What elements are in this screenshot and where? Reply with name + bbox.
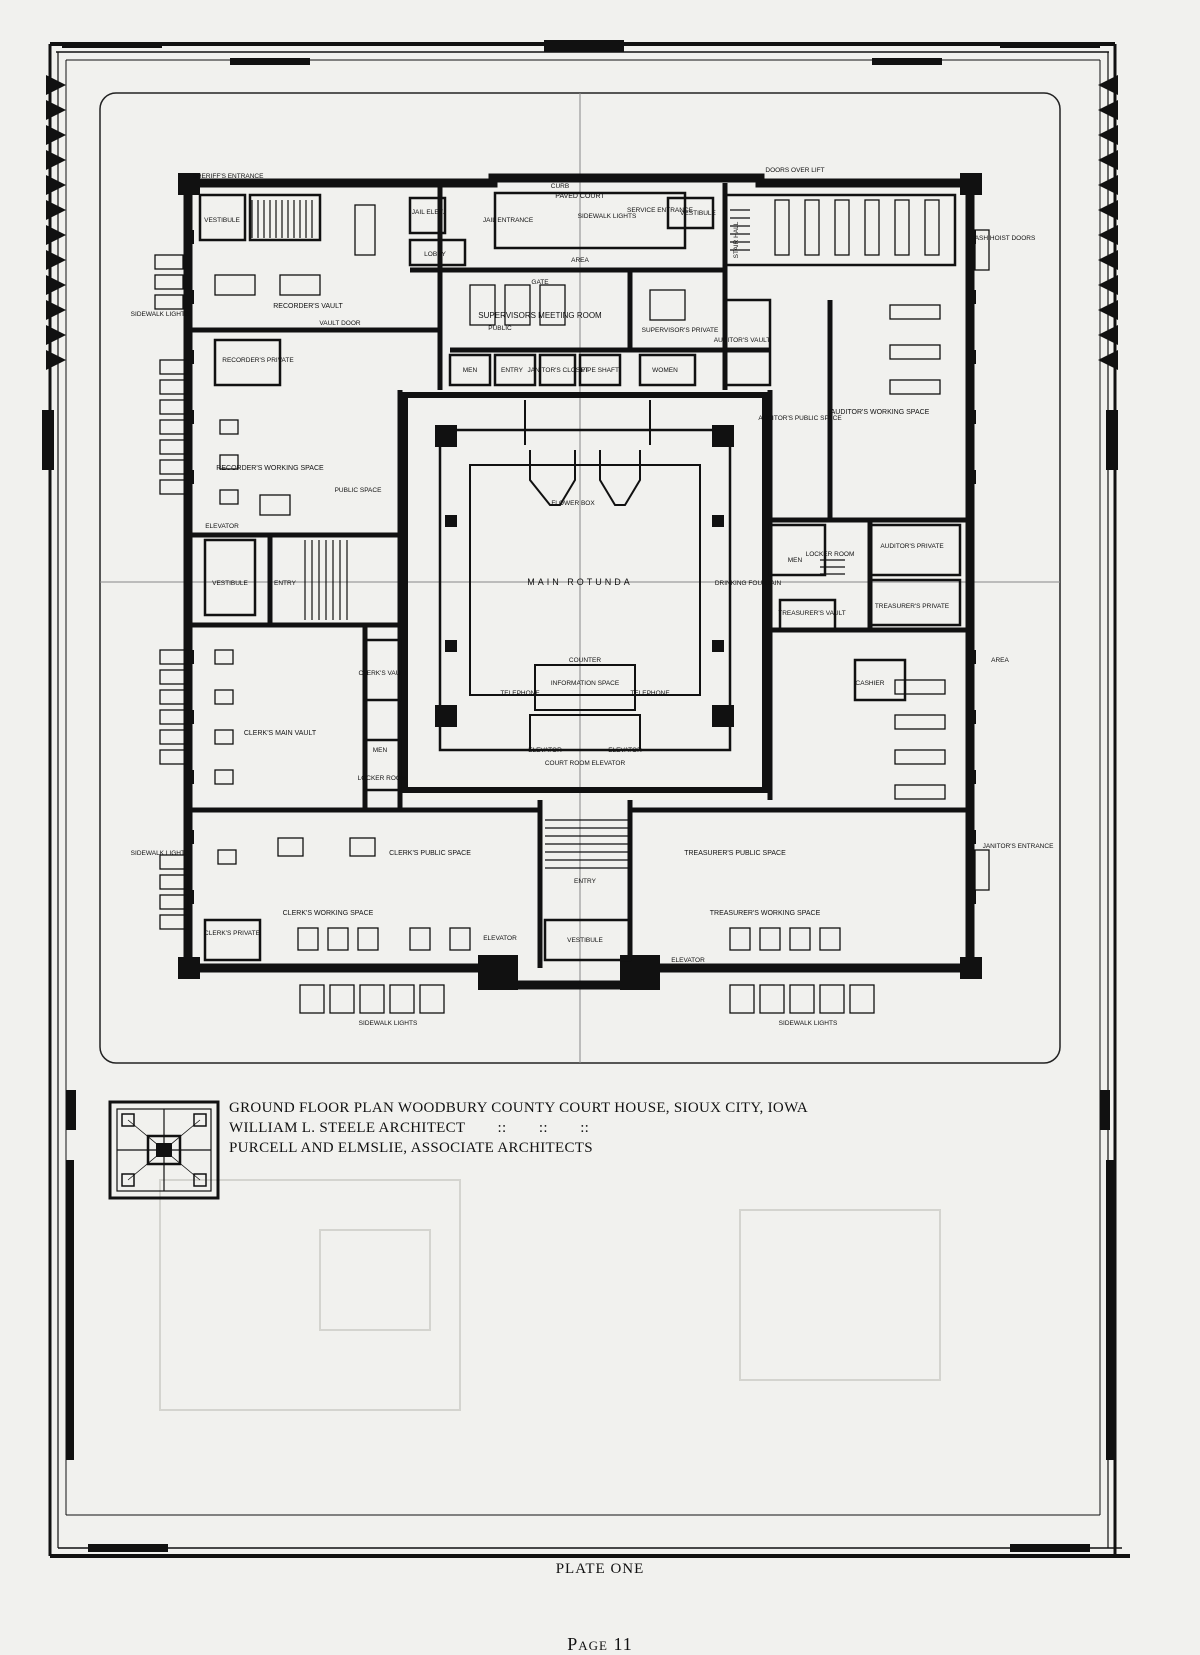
label-public-space-w: PUBLIC SPACE (335, 487, 383, 494)
label-sidewalk-lights-w1: SIDEWALK LIGHTS (131, 311, 190, 318)
page-number: Page 11 (567, 1634, 633, 1654)
label-lobby: LOBBY (424, 251, 446, 258)
label-sidewalk-lights-w2: SIDEWALK LIGHTS (131, 850, 190, 857)
caption-associates: PURCELL AND ELMSLIE, ASSOCIATE ARCHITECT… (229, 1140, 593, 1156)
label-treasurers-working: TREASURER'S WORKING SPACE (710, 910, 821, 917)
label-sidewalk-lights-n: SIDEWALK LIGHTS (578, 213, 637, 220)
label-service-entrance: SERVICE ENTRANCE (627, 207, 694, 214)
label-recorders-working: RECORDER'S WORKING SPACE (216, 465, 324, 472)
label-vestibule-s: VESTIBULE (567, 937, 603, 944)
label-janitors-closet: JANITOR'S CLOSET (527, 367, 588, 374)
label-jail-entrance: JAIL ENTRANCE (483, 217, 534, 224)
label-counter: COUNTER (569, 657, 601, 664)
label-area-e: AREA (991, 657, 1009, 664)
label-clerks-private: CLERK'S PRIVATE (204, 930, 261, 937)
label-elevator-sw: ELEVATOR (483, 935, 517, 942)
label-recorders-private: RECORDER'S PRIVATE (222, 357, 294, 364)
label-vestibule-nw: VESTIBULE (204, 217, 240, 224)
label-supervisors-private: SUPERVISOR'S PRIVATE (642, 327, 719, 334)
main-rotunda (402, 392, 768, 793)
label-elevator-2: ELEVATOR (608, 747, 642, 754)
label-clerks-working: CLERK'S WORKING SPACE (283, 910, 374, 917)
label-doors-over-lift: DOORS OVER LIFT (765, 167, 824, 174)
label-gate-n: GATE (531, 279, 549, 286)
floor-plan: CURB PAVED COURT DOORS OVER LIFT SHERIFF… (99, 92, 1061, 1064)
caption-architect: WILLIAM L. STEELE ARCHITECT :: :: :: (229, 1120, 590, 1136)
label-information-space: INFORMATION SPACE (551, 680, 620, 687)
furniture (214, 199, 946, 951)
label-clerks-main-vault: CLERK'S MAIN VAULT (244, 730, 317, 737)
label-vault-door: VAULT DOOR (319, 320, 360, 327)
label-telephone-2: TELEPHONE (630, 690, 670, 697)
label-court-room-elevator: COURT ROOM ELEVATOR (545, 760, 626, 767)
label-clerks-public: CLERK'S PUBLIC SPACE (389, 850, 471, 857)
key-plan-icon (108, 1100, 220, 1200)
label-treasurers-private: TREASURER'S PRIVATE (875, 603, 950, 610)
label-elevator-w: ELEVATOR (205, 523, 239, 530)
label-auditors-private: AUDITOR'S PRIVATE (880, 543, 944, 550)
label-vestibule-ne: VESTIBULE (680, 210, 716, 217)
label-men-w: MEN (373, 747, 388, 754)
label-men-e: MEN (788, 557, 803, 564)
label-janitors-entrance: JANITOR'S ENTRANCE (983, 843, 1054, 850)
label-women: WOMEN (652, 367, 678, 374)
label-main-rotunda: MAIN ROTUNDA (527, 577, 633, 587)
label-cashier: CASHIER (856, 680, 885, 687)
label-auditors-vault: AUDITOR'S VAULT (714, 337, 771, 344)
label-recorders-vault: RECORDER'S VAULT (273, 303, 343, 310)
label-ash-hoist: ASH HOIST DOORS (975, 235, 1036, 242)
caption-title: GROUND FLOOR PLAN WOODBURY COUNTY COURT … (229, 1100, 808, 1116)
label-men-n: MEN (463, 367, 478, 374)
label-telephone-1: TELEPHONE (500, 690, 540, 697)
label-entry-s: ENTRY (574, 878, 597, 885)
label-entry-n: ENTRY (501, 367, 524, 374)
label-stair-hall: STAIR HALL (733, 221, 740, 258)
label-elevator-1: ELEVATOR (528, 747, 562, 754)
label-drinking-fountain: DRINKING FOUNTAIN (715, 580, 782, 587)
label-curb: CURB (551, 183, 569, 190)
plate-caption: GROUND FLOOR PLAN WOODBURY COUNTY COURT … (229, 1098, 808, 1158)
label-treasurers-public: TREASURER'S PUBLIC SPACE (684, 850, 786, 857)
label-entry-w: ENTRY (274, 580, 297, 587)
label-pipe-shaft: PIPE SHAFT (581, 367, 619, 374)
sidewalk-lights (154, 229, 990, 1014)
label-vestibule-w: VESTIBULE (212, 580, 248, 587)
label-paved-court: PAVED COURT (555, 193, 605, 200)
label-area-n: AREA (571, 257, 589, 264)
label-public: PUBLIC (488, 325, 512, 332)
label-auditors-public: AUDITOR'S PUBLIC SPACE (758, 415, 842, 422)
label-clerks-vault: CLERK'S VAULT (358, 670, 407, 677)
label-supervisors-meeting: SUPERVISORS MEETING ROOM (478, 311, 602, 320)
label-elevator-se: ELEVATOR (671, 957, 705, 964)
label-sidewalk-lights-s2: SIDEWALK LIGHTS (779, 1020, 838, 1027)
label-jail-elev: JAIL ELEV. (412, 209, 445, 216)
label-sheriff-entrance: SHERIFF'S ENTRANCE (193, 173, 265, 180)
label-auditors-working: AUDITOR'S WORKING SPACE (831, 409, 930, 416)
label-sidewalk-lights-s1: SIDEWALK LIGHTS (359, 1020, 418, 1027)
label-locker-room-w: LOCKER ROOM (358, 775, 407, 782)
label-flower-box: FLOWER BOX (551, 500, 595, 507)
label-locker-room-e: LOCKER ROOM (806, 551, 855, 558)
plate-number: PLATE ONE (555, 1561, 645, 1577)
label-treasurers-vault: TREASURER'S VAULT (778, 610, 845, 617)
